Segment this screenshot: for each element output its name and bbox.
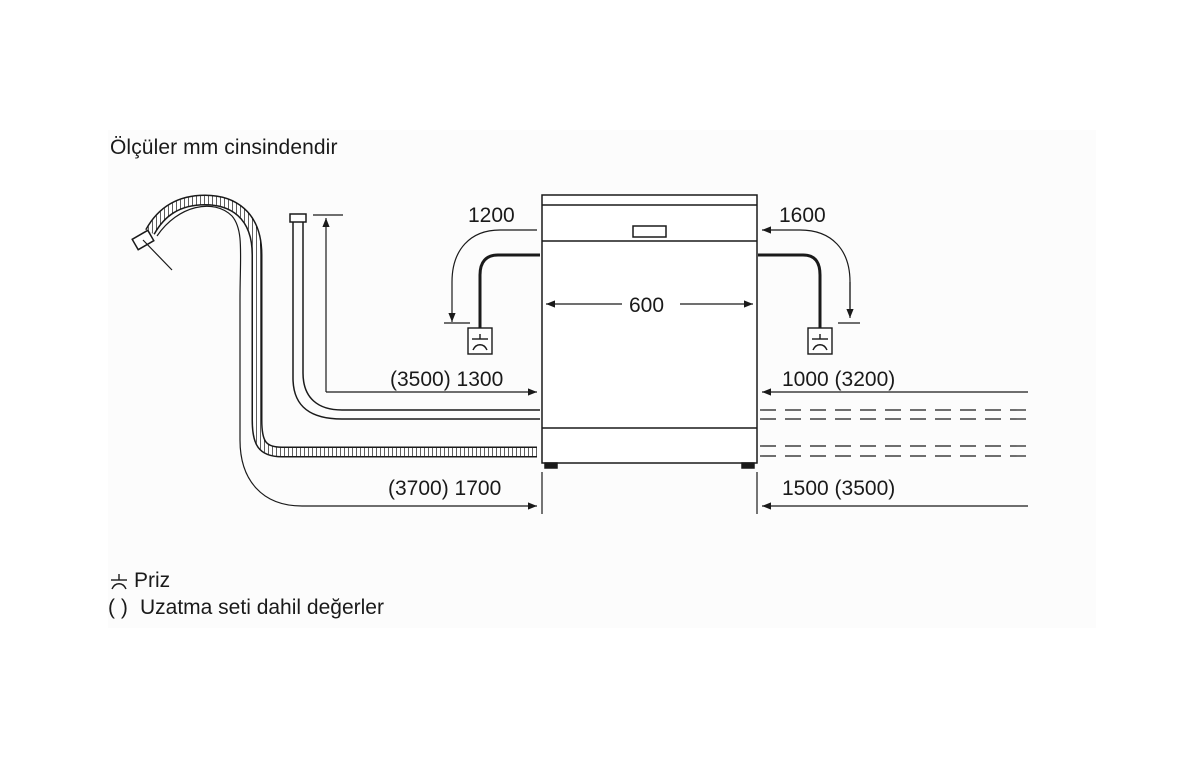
drain-hose-right-length: 1500 (3500)	[782, 477, 895, 500]
appliance-width: 600	[629, 294, 664, 317]
power-cables	[478, 253, 822, 328]
units-heading: Ölçüler mm cinsindendir	[110, 136, 338, 159]
power-cable-left-length: 1200	[468, 204, 515, 227]
drain-hose-left-length: (3700) 1700	[388, 477, 501, 500]
dashed-lines	[760, 409, 1030, 457]
socket-icon	[807, 327, 833, 355]
socket-icon	[467, 327, 493, 355]
drain-hose	[131, 194, 537, 458]
water-inlet-hose	[289, 213, 540, 420]
legend-extension: ( ) Uzatma seti dahil değerler	[108, 594, 384, 621]
legend-extension-label: Uzatma seti dahil değerler	[140, 596, 384, 619]
inlet-hose-left-length: (3500) 1300	[390, 368, 503, 391]
dishwasher-front	[541, 194, 758, 469]
dimension-lines	[156, 205, 1028, 514]
legend: Priz ( ) Uzatma seti dahil değerler	[108, 567, 384, 621]
legend-socket-label: Priz	[134, 569, 171, 592]
legend-socket: Priz	[108, 567, 384, 594]
legend-extension-symbol: ( )	[108, 596, 128, 619]
socket-icon	[111, 573, 127, 589]
power-cable-right-length: 1600	[779, 204, 826, 227]
inlet-hose-right-length: 1000 (3200)	[782, 368, 895, 391]
